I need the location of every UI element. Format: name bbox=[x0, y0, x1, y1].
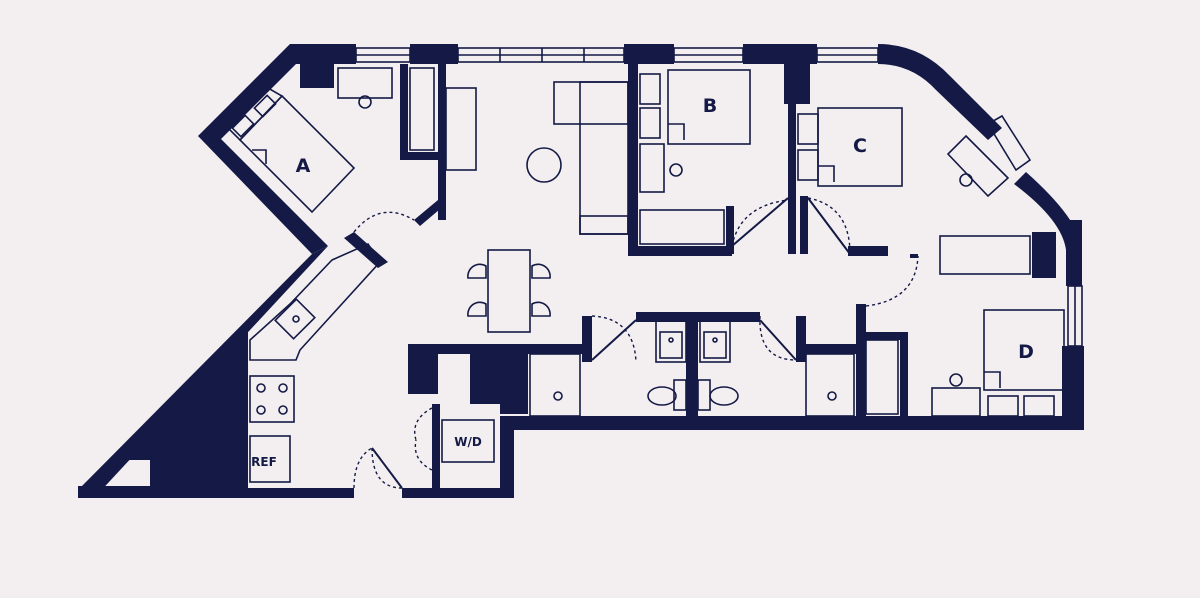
sofa bbox=[553, 81, 629, 235]
label-bedroom-d: D bbox=[1018, 341, 1034, 363]
tv-console bbox=[445, 87, 477, 171]
wardrobe-c bbox=[939, 235, 1031, 275]
toilets bbox=[647, 379, 739, 411]
sinks bbox=[655, 319, 731, 363]
label-bedroom-c: C bbox=[853, 135, 867, 157]
door-swings bbox=[353, 197, 919, 489]
wardrobe-b bbox=[639, 209, 725, 245]
stove bbox=[249, 375, 295, 423]
furniture bbox=[226, 67, 1065, 483]
toilet-left bbox=[529, 353, 581, 417]
toilet-right bbox=[805, 353, 855, 417]
round-table bbox=[526, 147, 562, 183]
kitchen-counter bbox=[249, 242, 382, 361]
desk-c bbox=[946, 134, 1010, 198]
bed-d bbox=[983, 309, 1065, 417]
wardrobe-d bbox=[865, 339, 899, 415]
bed-b bbox=[639, 69, 751, 145]
bed-a bbox=[226, 87, 356, 214]
bed-c bbox=[797, 107, 903, 187]
label-bedroom-b: B bbox=[703, 95, 717, 117]
desk-d bbox=[931, 373, 981, 417]
dining-table bbox=[467, 249, 551, 333]
refrigerator bbox=[249, 435, 291, 483]
door-leaves bbox=[371, 197, 851, 489]
windows bbox=[355, 47, 1083, 347]
wardrobe-a bbox=[409, 67, 435, 151]
desk-a bbox=[337, 67, 393, 109]
label-refrigerator: REF bbox=[251, 455, 277, 469]
exterior-walls bbox=[78, 44, 1084, 498]
washer-dryer bbox=[441, 419, 495, 463]
label-washer-dryer: W/D bbox=[454, 435, 482, 449]
interior-walls bbox=[344, 64, 1056, 496]
label-bedroom-a: A bbox=[296, 155, 311, 177]
room-labels: A B C D W/D REF bbox=[251, 95, 1034, 469]
desk-b bbox=[639, 143, 683, 193]
